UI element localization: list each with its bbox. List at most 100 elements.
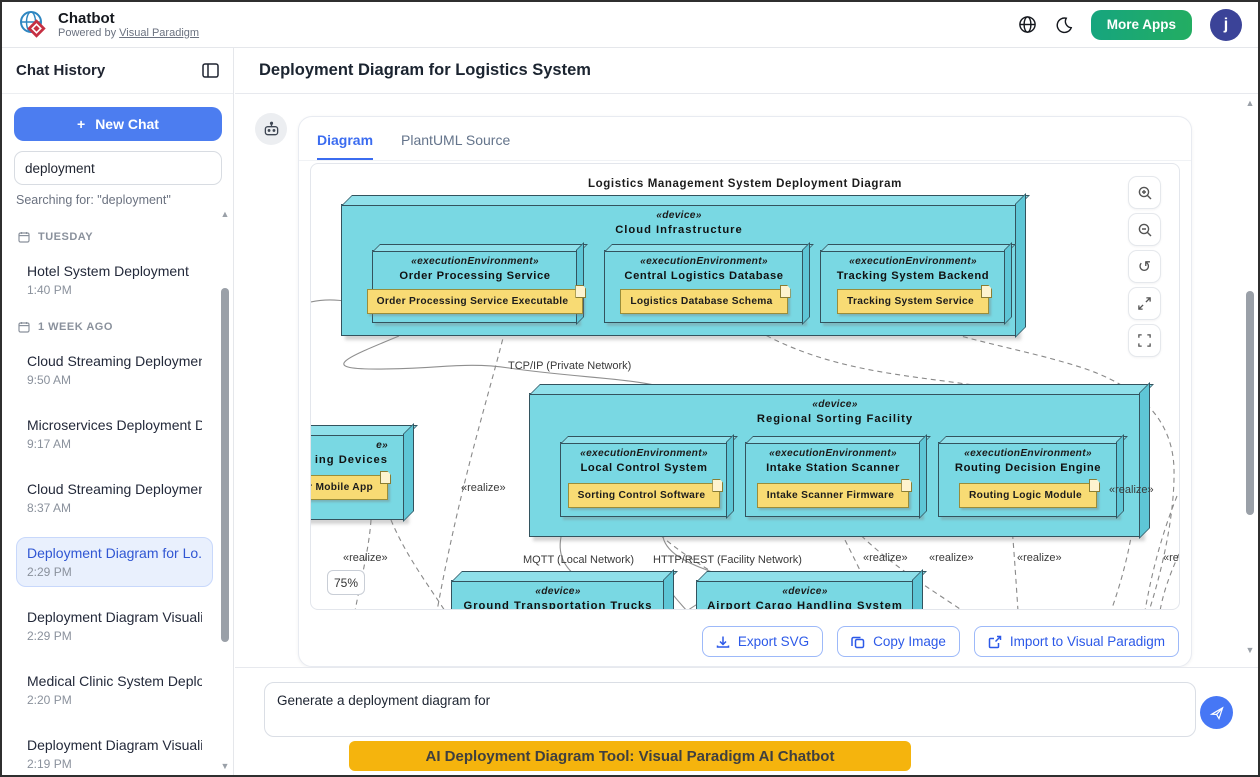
sidebar-scrollbar: ▲ ▼ <box>219 208 231 773</box>
promo-banner: AI Deployment Diagram Tool: Visual Parad… <box>349 741 911 771</box>
composer-bar: Generate a deployment diagram for <box>235 667 1258 775</box>
canvas-controls: ↺ <box>1128 176 1161 357</box>
document-icon <box>575 285 587 298</box>
import-to-visual-paradigm-button[interactable]: Import to Visual Paradigm <box>973 626 1179 657</box>
chat-region: Diagram PlantUML Source <box>235 95 1258 667</box>
artifact: Intake Scanner Firmware <box>756 479 913 508</box>
document-icon <box>980 285 992 298</box>
robot-icon <box>264 121 278 135</box>
sidebar-header: Chat History <box>2 48 233 94</box>
artifact: Routing Logic Module <box>959 479 1100 508</box>
chat-history-item[interactable]: Deployment Diagram Visuali... 2:19 PM <box>27 737 202 771</box>
diagram-message-card: Diagram PlantUML Source <box>298 116 1192 667</box>
chat-history-item[interactable]: Microservices Deployment D... 9:17 AM <box>27 417 202 451</box>
node-intake-station-scanner: «executionEnvironment» Intake Station Sc… <box>745 442 921 517</box>
send-button[interactable] <box>1200 696 1233 729</box>
chat-history-item[interactable]: Hotel System Deployment 1:40 PM <box>27 263 189 297</box>
realize-label-clipped: «re <box>1163 552 1179 564</box>
zoom-in-icon[interactable] <box>1128 176 1161 209</box>
diagram-canvas[interactable]: Logistics Management System Deployment D… <box>310 163 1180 610</box>
diagram-actions: Export SVG Copy Image Import to Vis <box>701 626 1179 657</box>
reset-view-icon[interactable]: ↺ <box>1128 250 1161 283</box>
artifact: Order Processing Service Executable <box>366 285 587 314</box>
realize-label: «realize» <box>343 552 388 564</box>
chat-history-item[interactable]: Cloud Streaming Deployment 9:50 AM <box>27 353 202 387</box>
scroll-down-icon[interactable]: ▼ <box>1245 645 1255 655</box>
fullscreen-icon[interactable] <box>1128 324 1161 357</box>
user-avatar[interactable]: j <box>1210 8 1242 41</box>
chat-history-sidebar: Chat History + New Chat Searching for: "… <box>2 48 234 775</box>
realize-label: «realize» <box>929 552 974 564</box>
collapse-panel-icon[interactable] <box>202 63 219 78</box>
expand-icon[interactable] <box>1128 287 1161 320</box>
scroll-up-icon[interactable]: ▲ <box>1245 98 1255 108</box>
send-icon <box>1209 705 1224 720</box>
tab-plantuml-source[interactable]: PlantUML Source <box>401 132 511 148</box>
document-icon <box>1088 479 1100 492</box>
page-title: Deployment Diagram for Logistics System <box>259 61 591 79</box>
chat-history-item-selected[interactable]: Deployment Diagram for Lo... 2:29 PM <box>16 537 213 587</box>
visual-paradigm-link[interactable]: Visual Paradigm <box>119 26 200 39</box>
artifact: Logistics Database Schema <box>620 285 791 314</box>
scroll-down-icon[interactable]: ▼ <box>220 761 230 771</box>
external-link-icon <box>988 635 1002 648</box>
link-label-mqtt: MQTT (Local Network) <box>523 554 635 566</box>
main-area: Deployment Diagram for Logistics System … <box>235 48 1258 775</box>
prompt-input[interactable]: Generate a deployment diagram for <box>264 682 1196 737</box>
node-routing-decision-engine: «executionEnvironment» Routing Decision … <box>938 442 1118 517</box>
scroll-up-icon[interactable]: ▲ <box>220 209 230 219</box>
export-svg-button[interactable]: Export SVG <box>701 626 824 657</box>
new-chat-button[interactable]: + New Chat <box>14 107 222 141</box>
chat-history-item[interactable]: Deployment Diagram Visuali... 2:29 PM <box>27 609 202 643</box>
calendar-icon <box>18 322 30 333</box>
realize-label: «realize» <box>863 552 908 564</box>
link-label-http: HTTP/REST (Facility Network) <box>653 554 802 566</box>
tab-diagram[interactable]: Diagram <box>317 132 374 160</box>
tab-bar: Diagram PlantUML Source <box>299 117 1191 161</box>
app-title-block: Chatbot Powered by Visual Paradigm <box>58 10 199 40</box>
node-clipped-devices: e» ing Devices r Mobile App <box>311 434 405 520</box>
realize-label: «realize» <box>461 482 506 494</box>
chat-history-list: TUESDAY Hotel System Deployment 1:40 PM … <box>2 207 213 775</box>
visual-paradigm-logo-icon <box>18 10 48 40</box>
date-header: 1 WEEK AGO <box>18 321 213 333</box>
realize-label: «realize» <box>1109 484 1154 496</box>
scrollbar-thumb[interactable] <box>221 288 229 642</box>
plus-icon: + <box>77 116 86 132</box>
language-globe-icon[interactable] <box>1018 15 1037 34</box>
link-label-tcpip: TCP/IP (Private Network) <box>508 360 632 372</box>
zoom-level-badge: 75% <box>327 570 365 595</box>
calendar-icon <box>18 232 30 243</box>
header-actions: More Apps j <box>1018 8 1242 41</box>
app-title: Chatbot <box>58 9 115 27</box>
download-icon <box>716 636 730 648</box>
node-cloud-infrastructure: «device» Cloud Infrastructure «execution… <box>341 204 1017 336</box>
document-icon <box>380 471 391 484</box>
artifact: r Mobile App <box>311 471 391 500</box>
main-scrollbar: ▲ ▼ <box>1244 95 1256 667</box>
copy-image-button[interactable]: Copy Image <box>837 626 960 657</box>
node-tracking-system-backend: «executionEnvironment» Tracking System B… <box>820 250 1006 323</box>
artifact: Tracking System Service <box>837 285 992 314</box>
dark-mode-moon-icon[interactable] <box>1055 16 1073 34</box>
more-apps-button[interactable]: More Apps <box>1090 9 1192 40</box>
zoom-out-icon[interactable] <box>1128 213 1161 246</box>
copy-icon <box>851 636 865 648</box>
node-airport-cargo-handling-system: «device» Airport Cargo Handling System <box>696 580 914 609</box>
node-ground-transportation-trucks: «device» Ground Transportation Trucks <box>451 580 665 609</box>
chat-history-item[interactable]: Cloud Streaming Deployment 8:37 AM <box>27 481 202 515</box>
scrollbar-thumb[interactable] <box>1246 291 1254 515</box>
page-title-bar: Deployment Diagram for Logistics System <box>235 48 1258 94</box>
bot-avatar <box>255 113 287 145</box>
chat-history-item[interactable]: Medical Clinic System Deplo... 2:20 PM <box>27 673 202 707</box>
node-regional-sorting-facility: «device» Regional Sorting Facility «exec… <box>529 393 1141 537</box>
document-icon <box>712 479 724 492</box>
node-central-logistics-database: «executionEnvironment» Central Logistics… <box>604 250 804 323</box>
search-status-text: Searching for: "deployment" <box>16 193 171 207</box>
node-order-processing-service: «executionEnvironment» Order Processing … <box>366 250 587 323</box>
diagram-title: Logistics Management System Deployment D… <box>588 178 902 190</box>
search-input[interactable] <box>14 151 222 185</box>
node-local-control-system: «executionEnvironment» Local Control Sys… <box>560 442 728 517</box>
sidebar-title: Chat History <box>16 62 106 79</box>
